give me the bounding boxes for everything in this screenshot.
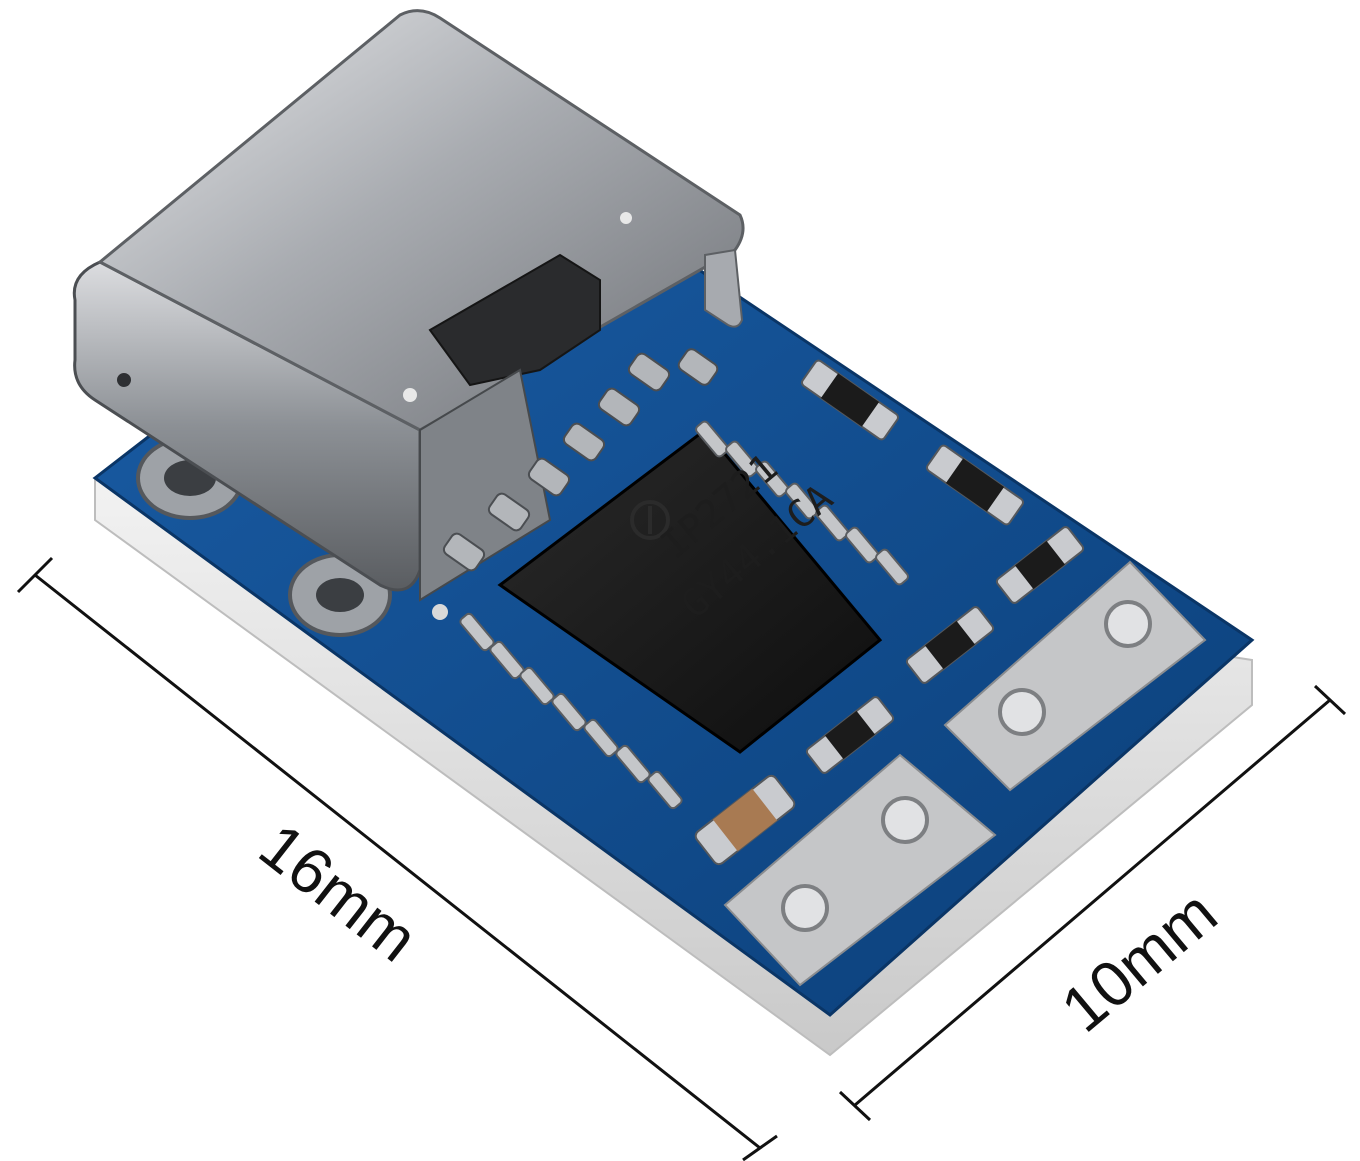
width-label: 10mm xyxy=(1048,876,1230,1045)
chip-legs-top xyxy=(695,420,909,586)
chip-legs-bottom xyxy=(459,612,683,810)
smd-components xyxy=(432,359,1085,874)
output-pads xyxy=(723,560,1207,987)
connector-pins xyxy=(442,348,719,572)
connector-side-tab xyxy=(704,248,744,328)
usb-c-connector xyxy=(72,9,745,602)
chip-logo-icon xyxy=(630,500,670,540)
connector-front-face xyxy=(72,260,422,592)
ceramic-capacitor xyxy=(694,774,796,866)
chip-body xyxy=(497,427,883,754)
length-label: 16mm xyxy=(246,809,430,975)
connector-dark-insert xyxy=(428,253,601,387)
